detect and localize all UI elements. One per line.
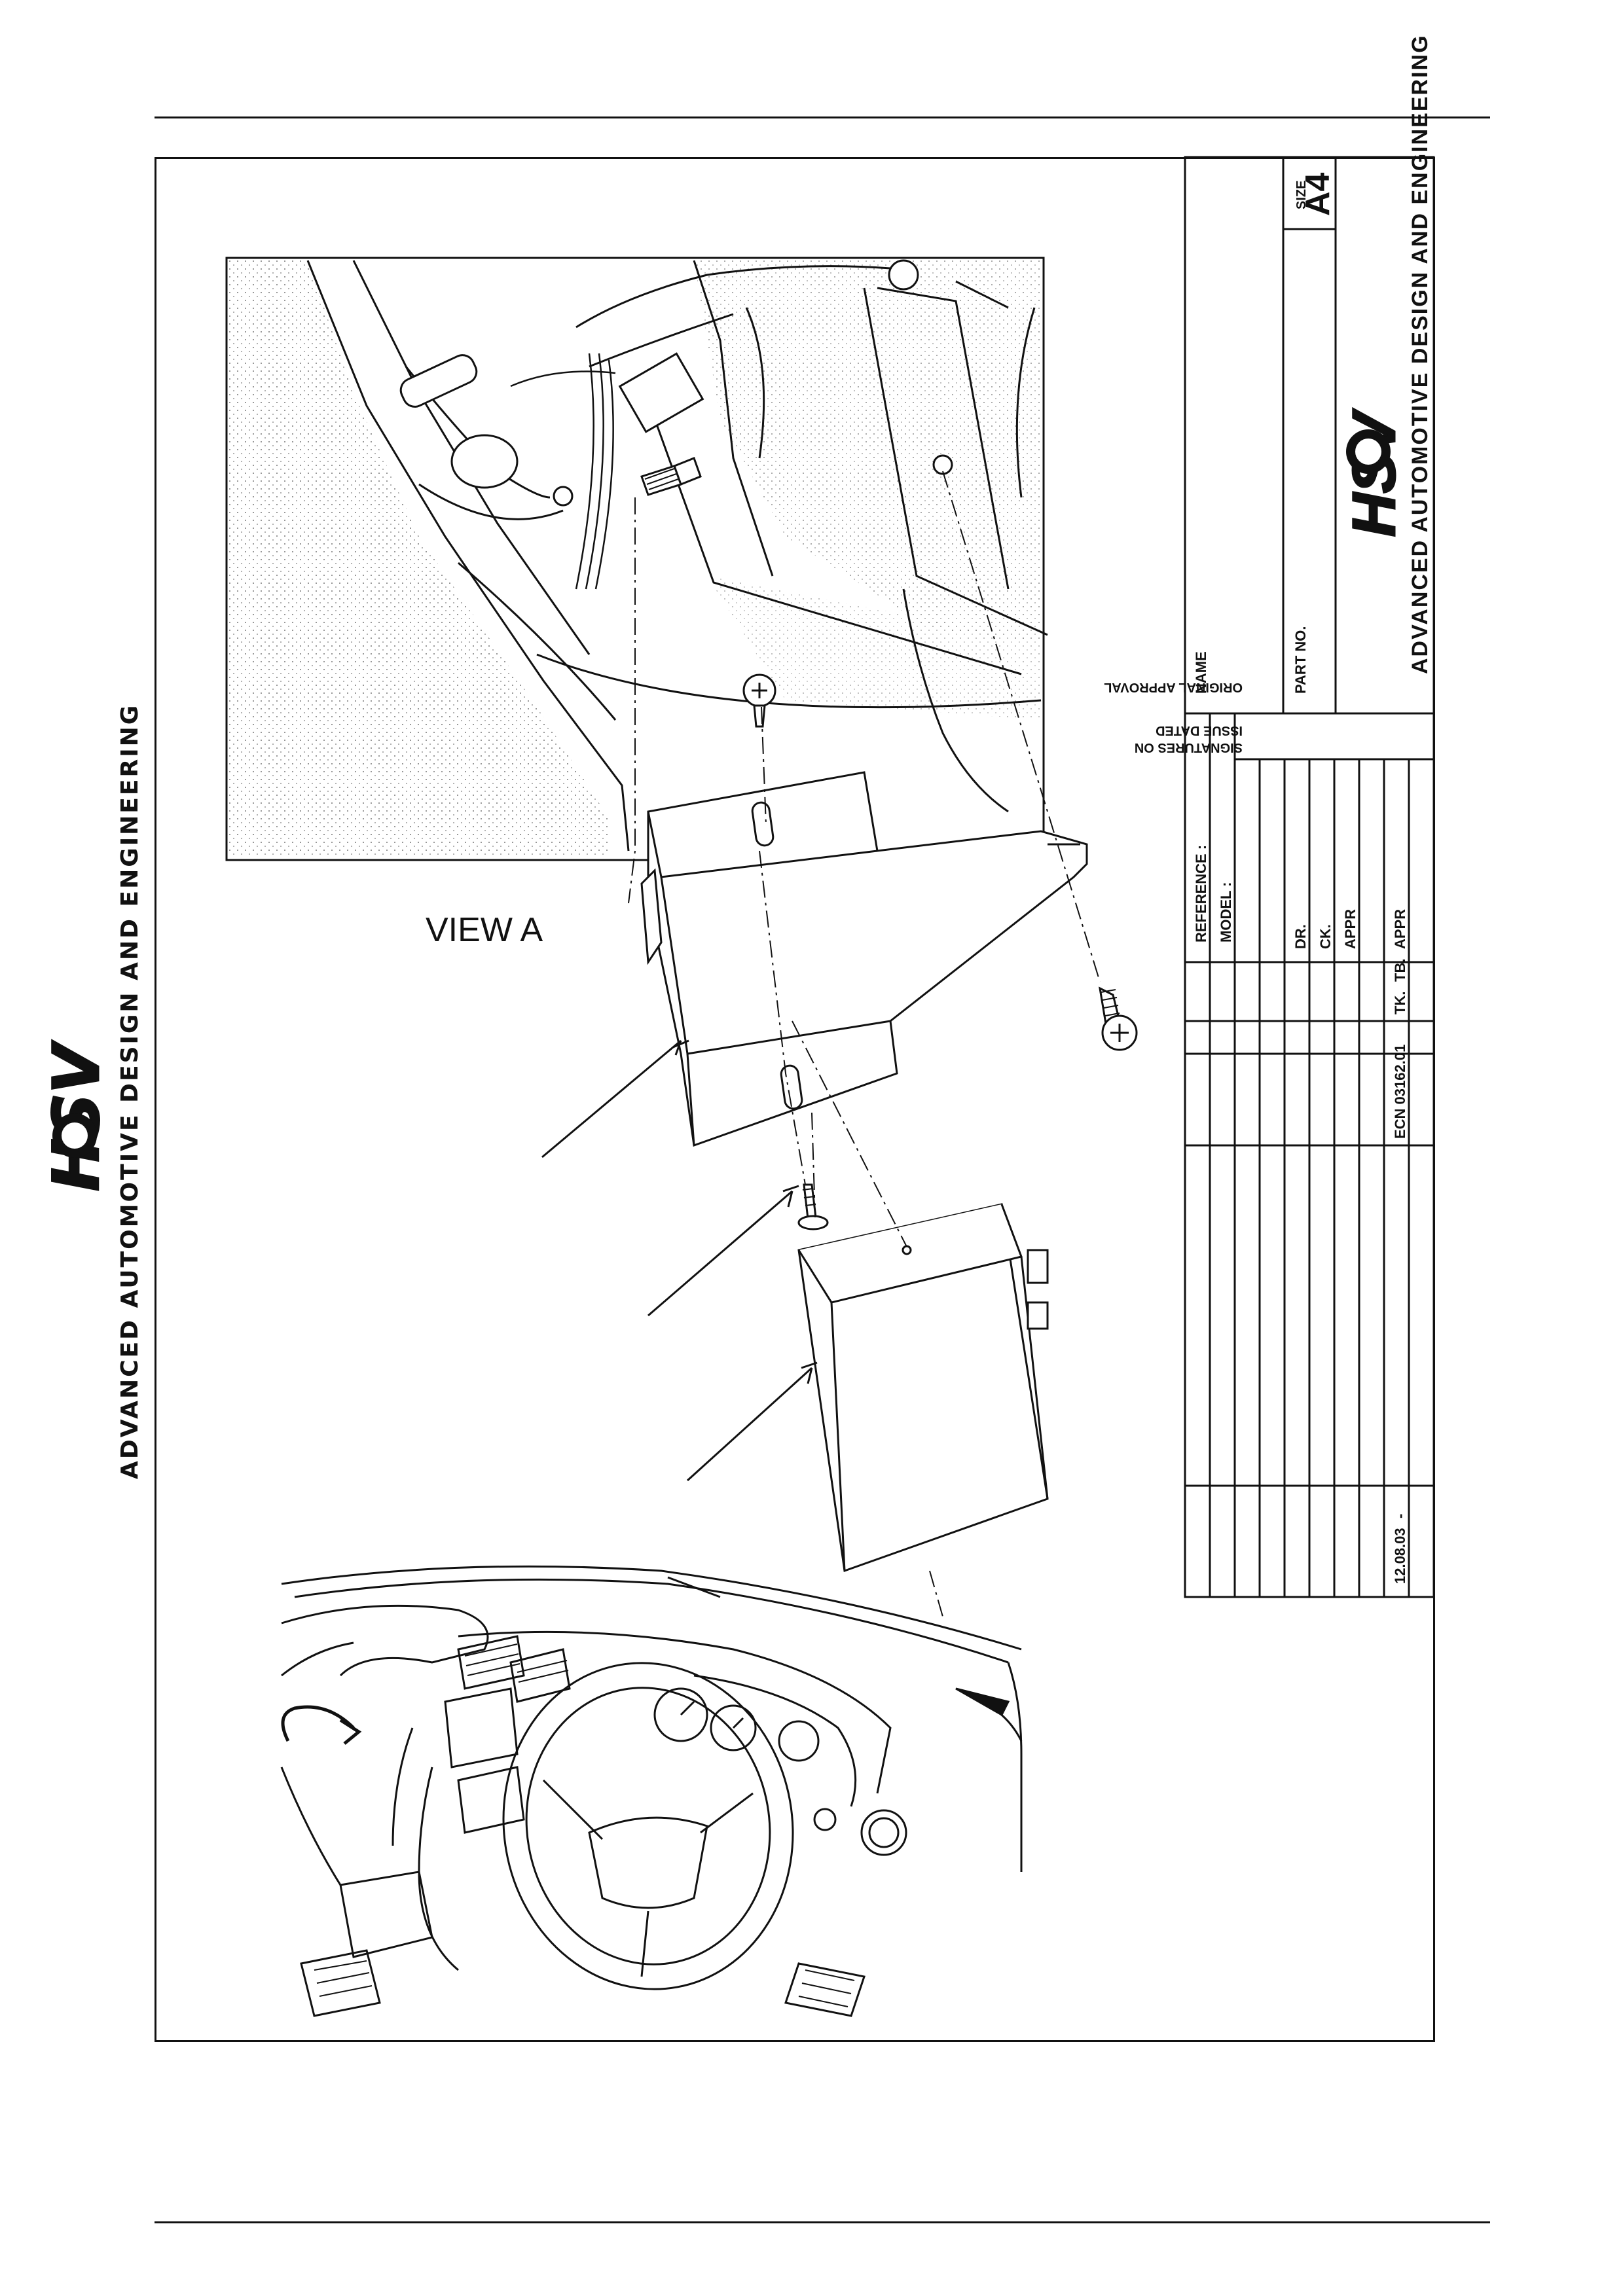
title-block-appr-label-2: APPR bbox=[1392, 909, 1408, 949]
title-block-dr-label: DR. bbox=[1292, 924, 1309, 949]
title-block-appr-label-1: APPR bbox=[1342, 909, 1359, 949]
title-block-part-no-label: PART NO. bbox=[1292, 626, 1309, 694]
dashboard-illustration bbox=[282, 1566, 1021, 2016]
screw-right bbox=[1100, 988, 1137, 1050]
view-a-label: VIEW A bbox=[426, 911, 543, 949]
margin-company-line: ADVANCED AUTOMOTIVE DESIGN AND ENGINEERI… bbox=[117, 704, 143, 1479]
title-block-reference-label: REFERENCE : bbox=[1193, 845, 1209, 942]
screw-lower bbox=[799, 1185, 828, 1229]
title-block-signatures-on: SIGNATURES ON bbox=[1135, 740, 1243, 755]
title-block-original-approval: ORIGINAL APPROVAL bbox=[1104, 680, 1243, 694]
title-block-tk-label: TK. bbox=[1392, 992, 1408, 1014]
title-block-date: 12.08.03 bbox=[1392, 1528, 1408, 1584]
title-block-ck-label: CK. bbox=[1317, 924, 1334, 949]
title-block: NAME REFERENCE : MODEL : DR. CK. APPR AP… bbox=[1104, 34, 1434, 1597]
title-block-company-line: ADVANCED AUTOMOTIVE DESIGN AND ENGINEERI… bbox=[1408, 34, 1432, 674]
control-module bbox=[799, 1204, 1048, 1571]
view-a-detail bbox=[227, 258, 1048, 860]
title-block-tb-label: TB. bbox=[1392, 959, 1408, 982]
title-block-model-label: MODEL : bbox=[1218, 882, 1234, 942]
title-block-ecn: ECN 03162.01 bbox=[1392, 1045, 1408, 1139]
margin-branding: ADVANCED AUTOMOTIVE DESIGN AND ENGINEERI… bbox=[40, 704, 143, 1479]
title-block-issue-dated: ISSUE DATED bbox=[1156, 723, 1243, 738]
title-block-dash: - bbox=[1392, 1514, 1408, 1518]
title-block-size-value: A4 bbox=[1299, 172, 1337, 216]
